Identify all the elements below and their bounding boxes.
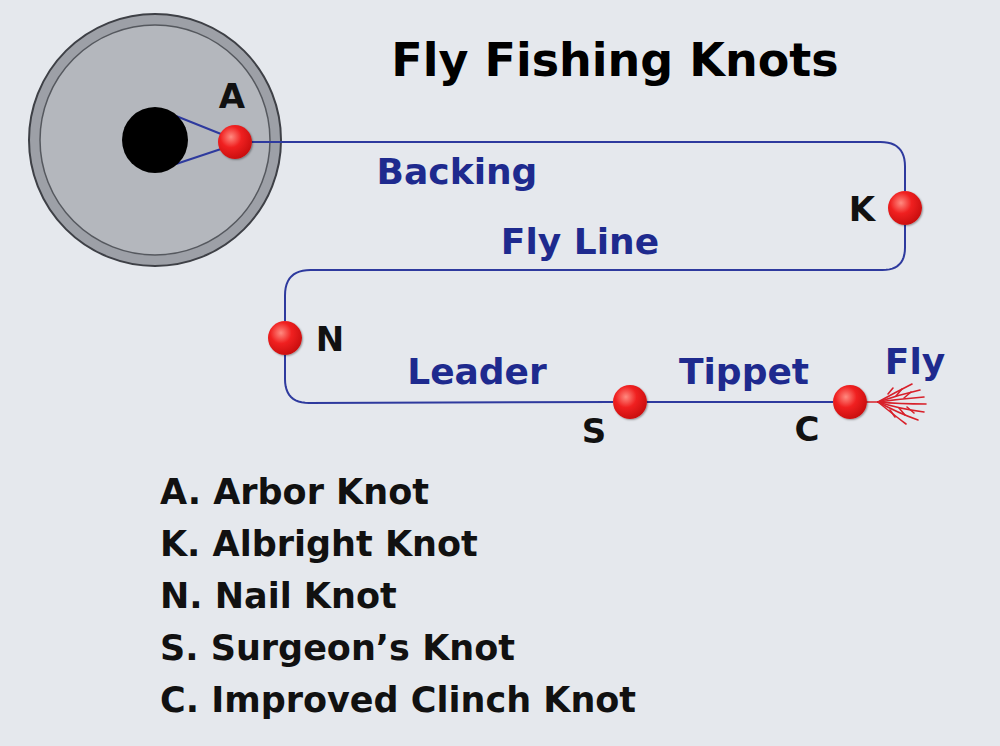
knot-letter: C xyxy=(795,411,820,448)
reel-spool xyxy=(40,25,270,255)
knot-key: S. Surgeon’s Knot xyxy=(160,628,515,668)
knot-key: K. Albright Knot xyxy=(160,524,478,564)
line-section-label: Leader xyxy=(407,351,547,392)
knot-dot: C xyxy=(833,385,867,419)
fly-reel xyxy=(29,14,281,266)
line-section-label: Backing xyxy=(377,151,538,192)
fly-label: Fly xyxy=(885,341,945,382)
reel-hub xyxy=(122,107,188,173)
knot-letter: K xyxy=(849,191,875,228)
knot-key: N. Nail Knot xyxy=(160,576,397,616)
knot-letter: S xyxy=(582,413,607,450)
knot-key: C. Improved Clinch Knot xyxy=(160,680,636,720)
line-section-label: Fly Line xyxy=(501,221,659,262)
diagram-title: Fly Fishing Knots xyxy=(391,34,838,87)
fly-illustration xyxy=(866,384,926,424)
fishing-line xyxy=(252,142,905,191)
fly-feather xyxy=(878,397,924,402)
fishing-line xyxy=(647,401,833,403)
knot-key: A. Arbor Knot xyxy=(160,472,429,512)
knot-dot: A xyxy=(218,125,252,159)
fly-hackle xyxy=(888,388,914,417)
knot-letter: A xyxy=(219,78,245,115)
knot-dot: K xyxy=(888,191,922,225)
knot-dot: S xyxy=(613,385,647,419)
line-section-label: Tippet xyxy=(679,351,809,392)
knot-letter: N xyxy=(316,321,344,358)
knot-dot: N xyxy=(268,321,302,355)
reel-rim xyxy=(29,14,281,266)
